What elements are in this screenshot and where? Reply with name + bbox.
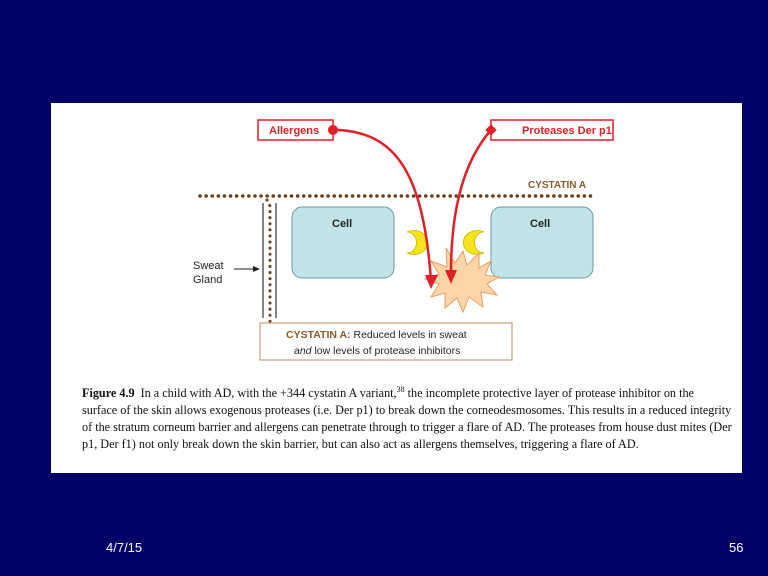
slide-date: 4/7/15 (106, 540, 143, 555)
cystatin-info-box (259, 322, 513, 361)
cystatin-info-bold: CYSTATIN A: (286, 329, 351, 341)
allergen-dot-icon (328, 125, 338, 135)
allergens-label: Allergens (269, 125, 319, 137)
cell-right (490, 206, 594, 279)
caption-reference: 38 (396, 384, 405, 394)
cystatin-info-line1: CYSTATIN A: Reduced levels in sweat (286, 329, 467, 341)
figure-caption: Figure 4.9 In a child with AD, with the +… (82, 385, 732, 453)
cystatin-layer-label: CYSTATIN A (528, 180, 586, 191)
inhibitor-crescent-left-icon (406, 230, 429, 255)
caption-text-part2: the incomplete protective layer of prote… (82, 386, 732, 451)
sweat-gland-label-line2: Gland (193, 274, 222, 286)
cell-left (291, 206, 395, 279)
allergen-arrowhead-icon (425, 275, 438, 289)
inhibitor-crescent-right-icon (462, 230, 485, 255)
caption-text-part1: In a child with AD, with the +344 cystat… (140, 386, 397, 400)
flare-burst-icon (423, 247, 501, 314)
cell-left-label: Cell (332, 218, 352, 230)
slide-page-number: 56 (729, 540, 744, 555)
cystatin-info-and: and (294, 345, 313, 357)
skin-barrier-diagram: Allergens Proteases Der p1 CYSTATIN A Sw… (193, 119, 614, 361)
sweat-gland-label-line1: Sweat (193, 260, 224, 272)
cystatin-info-line1-rest: Reduced levels in sweat (351, 329, 467, 341)
protease-arrow (449, 129, 492, 274)
protease-arrowhead-icon (445, 270, 457, 284)
cell-right-label: Cell (530, 218, 550, 230)
figure-panel: Allergens Proteases Der p1 CYSTATIN A Sw… (51, 103, 742, 473)
allergens-box: Allergens (257, 119, 338, 141)
sweat-gland-arrowhead-icon (253, 266, 260, 272)
allergen-arrow (337, 128, 433, 281)
figure-number: Figure 4.9 (82, 386, 135, 400)
proteases-label: Proteases Der p1 (522, 125, 612, 137)
proteases-box: Proteases Der p1 (485, 119, 614, 141)
cystatin-info-line2-rest: low levels of protease inhibitors (312, 345, 461, 357)
cystatin-info-line2: and low levels of protease inhibitors (294, 345, 460, 357)
